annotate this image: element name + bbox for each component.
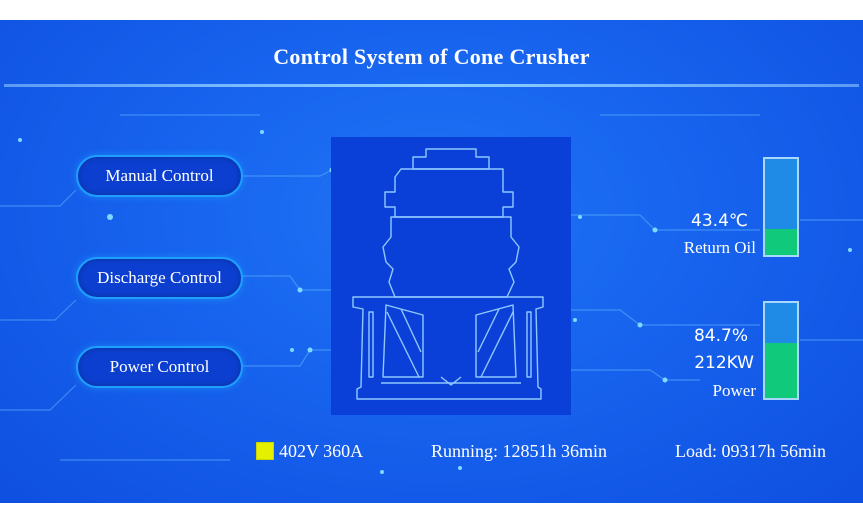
manual-control-button[interactable]: Manual Control: [76, 155, 243, 197]
discharge-control-button[interactable]: Discharge Control: [76, 257, 243, 299]
status-indicator: [256, 442, 274, 460]
power-control-button[interactable]: Power Control: [76, 346, 243, 388]
return-oil-temperature: 43.4℃: [691, 211, 748, 231]
machine-panel: [331, 137, 571, 415]
cone-crusher-outline-icon: [352, 148, 544, 400]
return-oil-label: Return Oil: [683, 238, 756, 257]
load-time: Load: 09317h 56min: [675, 441, 826, 461]
return-oil-level-fill: [765, 229, 797, 255]
circuit-background: [0, 114, 863, 474]
hmi-screen: Control System of Cone Crusher Manual Co…: [0, 20, 863, 503]
power-label: Power: [712, 381, 756, 400]
power-level-fill: [765, 342, 797, 398]
power-percent: 84.7%: [693, 326, 748, 346]
running-time: Running: 12851h 36min: [431, 441, 608, 461]
page-title: Control System of Cone Crusher: [273, 44, 590, 69]
power-kw: 212KW: [694, 353, 754, 373]
electrical-readout: 402V 360A: [279, 441, 364, 461]
power-gauge: [763, 301, 799, 400]
title-divider: [4, 84, 859, 87]
return-oil-gauge: [763, 157, 799, 257]
